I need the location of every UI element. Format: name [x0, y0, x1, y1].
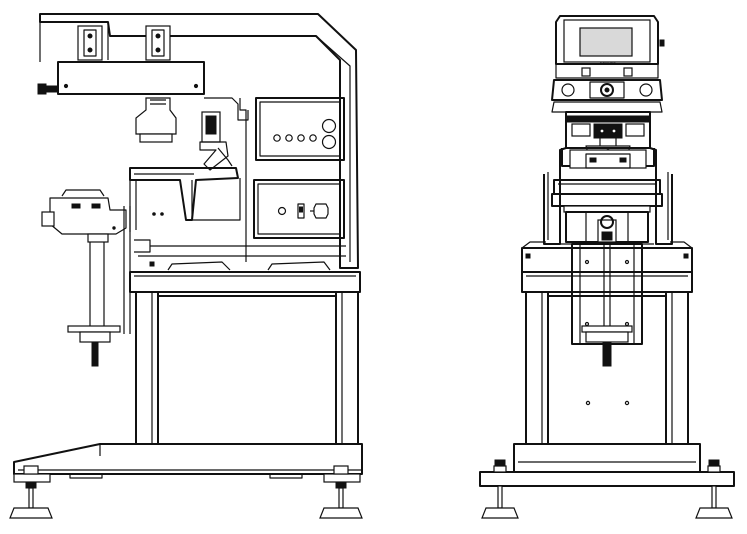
side-view-cliche-head	[199, 111, 233, 171]
front-view-lift-column	[571, 243, 643, 367]
side-view-bumper-left	[167, 261, 231, 271]
side-view	[9, 13, 363, 519]
side-view-pad-holder	[135, 97, 177, 135]
side-view-control-panel-top	[255, 97, 345, 161]
front-view-brand-label: Kenmerk	[600, 60, 616, 65]
front-view-mid-body	[521, 241, 693, 249]
side-view-back-post	[239, 98, 247, 262]
front-view-table-body	[525, 291, 689, 445]
front-view-base-block	[513, 443, 701, 473]
front-view-foot-right	[695, 459, 733, 519]
side-view-carriage-knob	[37, 83, 59, 95]
side-view-fixture	[41, 189, 131, 367]
front-view-foot-left	[481, 459, 519, 519]
front-view-print-head	[565, 111, 651, 161]
front-view-cliche-plate	[551, 179, 663, 213]
side-view-mid-deck	[134, 239, 346, 257]
side-view-foot-right	[319, 465, 363, 519]
side-view-top-slide-right	[145, 25, 171, 61]
side-view-top-slide-left	[77, 25, 103, 61]
side-view-upper-housing	[39, 13, 359, 269]
side-view-table-top	[129, 271, 361, 293]
side-view-frame-inner	[39, 22, 351, 262]
front-view-column	[560, 211, 654, 245]
front-view-base-plate	[479, 471, 735, 487]
front-view-button-bar	[551, 79, 663, 101]
side-view-pad-arm	[204, 97, 249, 121]
front-view-table-top	[521, 271, 693, 293]
side-view-base-plate	[13, 443, 363, 475]
front-view-hmi-screen	[579, 27, 633, 57]
side-view-table-body	[135, 291, 359, 445]
side-view-control-panel-bottom	[253, 179, 345, 239]
front-view-hmi-housing: Kenmerk	[555, 15, 665, 65]
front-view: Kenmerk	[479, 15, 735, 519]
side-view-ink-tray	[129, 167, 239, 221]
side-view-foot-left	[9, 465, 53, 519]
side-view-carriage-bar	[57, 61, 205, 95]
side-view-bumper-right	[267, 261, 331, 271]
